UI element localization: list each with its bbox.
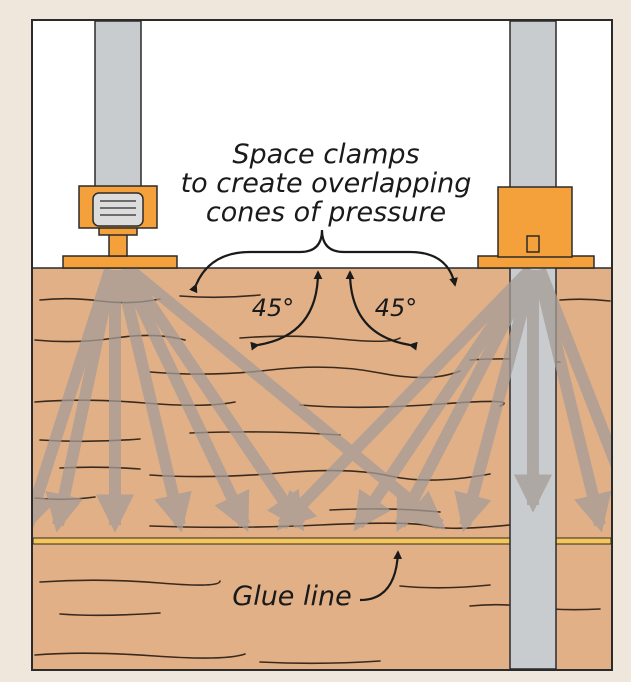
- annotation-line-1: Space clamps: [232, 139, 419, 170]
- angle-arc-right: [345, 270, 418, 351]
- pressure-arrow: [534, 268, 611, 533]
- pressure-arrow: [33, 268, 116, 533]
- pressure-arrow: [122, 268, 305, 532]
- glue-line-label: Glue line: [232, 581, 351, 612]
- pressure-arrow: [353, 268, 535, 532]
- angle-arc-left: [250, 270, 323, 351]
- annotation-line-2: to create overlapping: [181, 168, 472, 199]
- pressure-arrow: [454, 268, 539, 533]
- angle-label-left: 45°: [252, 294, 295, 322]
- pressure-arrow: [394, 268, 538, 532]
- glue-line: [32, 537, 612, 545]
- left-clamp-bar: [94, 20, 142, 200]
- pressure-arrow: [532, 268, 611, 533]
- annotation-line-3: cones of pressure: [206, 197, 446, 228]
- pressure-arrow: [118, 268, 251, 532]
- adjuster-knob-icon: [92, 192, 144, 227]
- pressure-arrow: [45, 268, 118, 533]
- pressure-arrow: [276, 268, 535, 531]
- left-clamp-head: [62, 185, 178, 269]
- right-clamp-head: [477, 186, 595, 269]
- glue-line-pointer: [359, 550, 403, 602]
- callout-brace: [189, 229, 458, 294]
- pressure-arrow: [114, 268, 192, 533]
- pressure-arrows: [33, 268, 611, 533]
- angle-label-right: 45°: [375, 294, 418, 322]
